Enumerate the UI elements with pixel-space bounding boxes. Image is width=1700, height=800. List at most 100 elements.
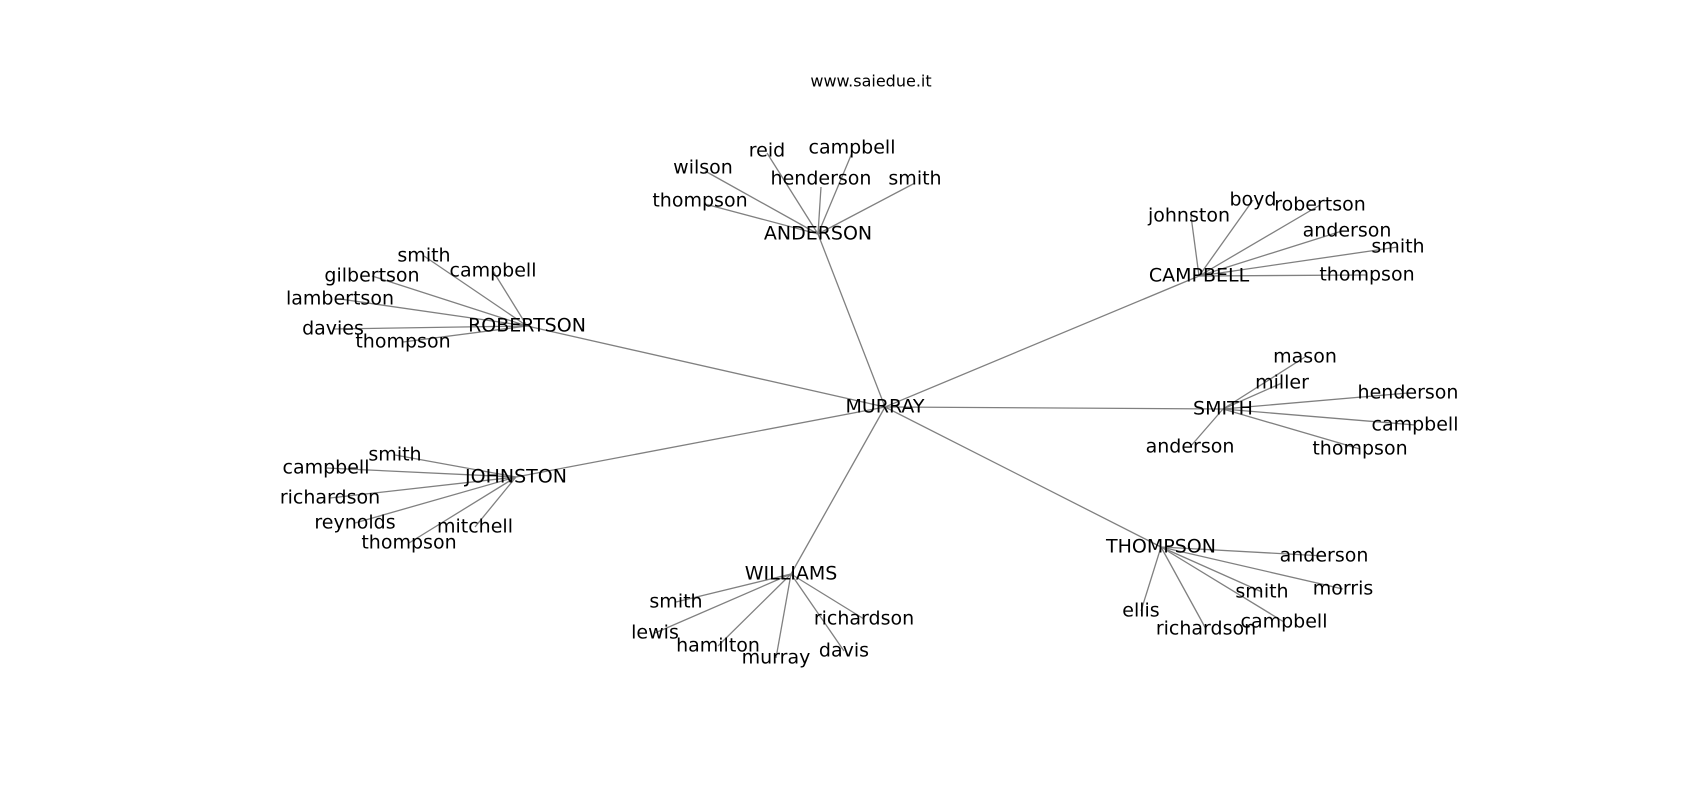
leaf-node-label: smith (1371, 236, 1424, 258)
edge-hub-to-leaf (1222, 392, 1409, 410)
leaf-node-label: reynolds (314, 512, 395, 534)
leaf-node-label: gilbertson (324, 265, 419, 287)
leaf-node-label: smith (888, 168, 941, 190)
edge-hub-to-leaf (332, 325, 528, 330)
edge-hub-to-leaf (675, 573, 792, 603)
hub-node-label: ANDERSON (764, 223, 872, 245)
leaf-node-label: hamilton (676, 635, 760, 657)
leaf-node-label: mitchell (437, 516, 513, 538)
edge-hub-to-leaf (1189, 408, 1224, 448)
edge-hub-to-leaf (1140, 546, 1162, 612)
leaf-node-label: campbell (1241, 611, 1328, 633)
leaf-node-label: campbell (283, 457, 370, 479)
edge-hub-to-leaf (1160, 546, 1325, 557)
leaf-node-label: campbell (450, 260, 537, 282)
leaf-node-label: campbell (1372, 414, 1459, 436)
edge-hub-to-leaf (817, 186, 822, 235)
edge-hub-to-leaf (492, 270, 528, 327)
edge-hub-to-leaf (1160, 546, 1207, 630)
edge-root-to-hub (790, 406, 886, 575)
leaf-node-label: ellis (1122, 600, 1159, 622)
edge-root-to-hub (884, 406, 1224, 410)
leaf-node-label: davies (302, 318, 364, 340)
edge-hub-to-leaf (1198, 204, 1321, 277)
leaf-node-label: smith (368, 444, 421, 466)
edge-hub-to-leaf (775, 573, 792, 659)
edge-hub-to-leaf (1160, 546, 1344, 590)
edge-hub-to-leaf (766, 152, 819, 235)
edge-hub-to-leaf (790, 573, 845, 652)
leaf-node-label: smith (397, 245, 450, 267)
edge-hub-to-leaf (1190, 215, 1200, 277)
leaf-node-label: miller (1255, 372, 1309, 394)
leaf-node-label: henderson (771, 168, 872, 190)
leaf-node-label: thompson (1319, 264, 1414, 286)
edge-hub-to-leaf (325, 467, 517, 478)
leaf-node-label: morris (1313, 578, 1374, 600)
leaf-node-label: lewis (631, 622, 679, 644)
edge-hub-to-leaf (704, 203, 819, 235)
leaf-node-label: anderson (1280, 545, 1369, 567)
edge-hub-to-leaf (339, 298, 528, 327)
edge-hub-to-leaf (423, 255, 528, 327)
leaf-node-label: davis (819, 640, 869, 662)
leaf-node-label: johnston (1147, 205, 1230, 227)
leaf-node-label: thompson (652, 190, 747, 212)
edge-hub-to-leaf (1198, 199, 1254, 277)
edge-hub-to-leaf (1198, 246, 1399, 277)
edge-hub-to-leaf (402, 325, 528, 343)
hub-node-label: CAMPBELL (1149, 265, 1250, 287)
leaf-node-label: reid (749, 140, 785, 162)
edge-hub-to-leaf (1222, 408, 1416, 426)
leaf-node-label: boyd (1230, 189, 1277, 211)
leaf-node-label: thompson (361, 532, 456, 554)
leaf-node-label: richardson (280, 487, 380, 509)
edge-hub-to-leaf (717, 573, 792, 647)
edge-hub-to-leaf (1222, 408, 1361, 450)
edges-layer (325, 152, 1416, 659)
edge-hub-to-leaf (371, 275, 528, 327)
edge-hub-to-leaf (329, 476, 517, 499)
leaf-node-label: smith (1235, 581, 1288, 603)
edge-hub-to-leaf (817, 182, 916, 235)
leaf-node-label: smith (649, 591, 702, 613)
hub-node-label: JOHNSTON (464, 466, 567, 488)
edge-hub-to-leaf (1160, 546, 1285, 623)
leaf-node-label: richardson (1156, 618, 1256, 640)
leaf-node-label: lambertson (286, 288, 394, 310)
leaf-node-label: thompson (1312, 438, 1407, 460)
hub-node-label: THOMPSON (1105, 536, 1216, 558)
site-url-text: www.saiedue.it (810, 72, 931, 91)
edge-hub-to-leaf (354, 476, 517, 524)
edge-hub-to-leaf (790, 573, 865, 620)
hub-node-label: WILLIAMS (745, 563, 838, 585)
edge-root-to-hub (526, 325, 886, 408)
edge-hub-to-leaf (654, 573, 792, 634)
edge-root-to-hub (817, 233, 886, 408)
edge-hub-to-leaf (817, 152, 853, 235)
root-node-label: MURRAY (845, 396, 924, 418)
leaf-node-label: anderson (1146, 436, 1235, 458)
leaf-node-label: wilson (673, 157, 733, 179)
hub-node-label: ROBERTSON (468, 315, 586, 337)
leaf-node-label: campbell (809, 137, 896, 159)
edge-root-to-hub (884, 406, 1162, 548)
leaf-node-label: mason (1273, 346, 1337, 368)
hub-node-label: SMITH (1193, 398, 1253, 420)
edge-hub-to-leaf (394, 454, 517, 478)
edge-hub-to-leaf (1198, 274, 1368, 277)
leaf-node-label: henderson (1358, 382, 1459, 404)
leaf-node-label: thompson (355, 331, 450, 353)
edge-hub-to-leaf (1198, 230, 1343, 277)
edge-hub-to-leaf (1222, 382, 1283, 410)
edge-root-to-hub (515, 406, 886, 478)
leaf-node-label: anderson (1303, 220, 1392, 242)
leaf-node-label: robertson (1274, 194, 1366, 216)
edge-hub-to-leaf (1222, 356, 1306, 410)
edge-hub-to-leaf (408, 476, 517, 544)
leaf-node-label: murray (742, 647, 811, 669)
edge-root-to-hub (884, 275, 1200, 408)
edge-hub-to-leaf (704, 170, 819, 235)
leaf-node-label: richardson (814, 608, 914, 630)
